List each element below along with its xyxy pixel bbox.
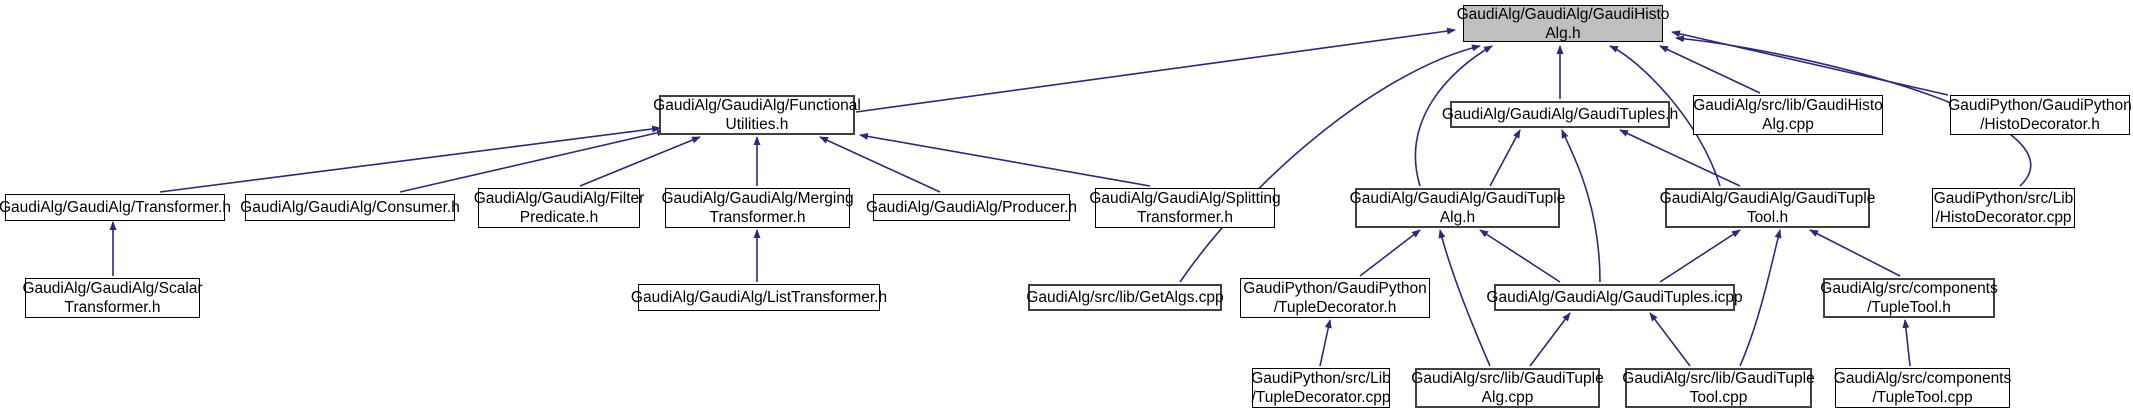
graph-edge-consumer_h-to-functional_utilities_h bbox=[399, 129, 666, 193]
graph-edge-gauditupalg_cpp-to-gauditupalg_h bbox=[1438, 229, 1491, 367]
graph-node-splittingtransformer_h[interactable]: GaudiAlg/GaudiAlg/Splitting Transformer.… bbox=[1089, 188, 1281, 228]
graph-edge-gauditupletool_cpp-to-gauditup_icpp bbox=[1649, 312, 1691, 367]
graph-edge-tupletool_cpp-to-tupletool_h bbox=[1902, 319, 1911, 367]
graph-edge-tupletool_h-to-gauditupletool_h bbox=[1809, 229, 1901, 277]
graph-node-getalgs_cpp[interactable]: GaudiAlg/src/lib/GetAlgs.cpp bbox=[1026, 284, 1224, 311]
graph-node-tupledecorator_cpp[interactable]: GaudiPython/src/Lib /TupleDecorator.cpp bbox=[1251, 368, 1391, 408]
graph-node-gauditupletool_h[interactable]: GaudiAlg/GaudiAlg/GaudiTuple Tool.h bbox=[1659, 188, 1876, 228]
graph-node-listtransformer_h[interactable]: GaudiAlg/GaudiAlg/ListTransformer.h bbox=[631, 284, 887, 311]
graph-edge-gauditup_icpp-to-gauditupalg_h bbox=[1479, 229, 1561, 283]
graph-edge-gauditupletool_cpp-to-gauditupletool_h bbox=[1739, 229, 1782, 367]
graph-edge-gaudihistoalg_cpp-to-gaudihistoalg_h bbox=[1659, 45, 1761, 94]
graph-edge-gauditupalg_cpp-to-gauditup_icpp bbox=[1529, 312, 1571, 367]
graph-edge-gauditupletool_h-to-gauditup_h bbox=[1619, 129, 1741, 187]
graph-edge-filterpredicate_h-to-functional_utilities_h bbox=[579, 136, 701, 187]
graph-node-gaudihistoalg_h[interactable]: GaudiAlg/GaudiAlg/GaudiHisto Alg.h bbox=[1456, 5, 1670, 42]
graph-node-scalartransformer_h[interactable]: GaudiAlg/GaudiAlg/Scalar Transformer.h bbox=[22, 278, 203, 318]
graph-node-mergingtransformer_h[interactable]: GaudiAlg/GaudiAlg/Merging Transformer.h bbox=[661, 188, 854, 228]
graph-node-transformer_h[interactable]: GaudiAlg/GaudiAlg/Transformer.h bbox=[0, 194, 231, 221]
graph-edge-tupledecorator_h-to-gauditupalg_h bbox=[1359, 229, 1421, 277]
graph-node-producer_h[interactable]: GaudiAlg/GaudiAlg/Producer.h bbox=[866, 194, 1077, 221]
graph-node-gauditupalg_cpp[interactable]: GaudiAlg/src/lib/GaudiTuple Alg.cpp bbox=[1411, 368, 1604, 408]
graph-node-histodecorator_cpp[interactable]: GaudiPython/src/Lib /HistoDecorator.cpp bbox=[1932, 188, 2075, 228]
graph-edge-gauditup_icpp-to-gauditupletool_h bbox=[1659, 229, 1741, 283]
graph-node-gaudihistoalg_cpp[interactable]: GaudiAlg/src/lib/GaudiHisto Alg.cpp bbox=[1693, 95, 1883, 135]
graph-edge-getalgs_cpp-to-gaudihistoalg_h bbox=[1179, 44, 1481, 283]
graph-edge-functional_utilities_h-to-gaudihistoalg_h bbox=[855, 27, 1456, 113]
graph-edge-producer_h-to-functional_utilities_h bbox=[819, 136, 941, 193]
graph-node-tupletool_h[interactable]: GaudiAlg/src/components /TupleTool.h bbox=[1820, 278, 1998, 318]
graph-edge-splittingtransformer_h-to-functional_utilities_h bbox=[859, 132, 1151, 187]
graph-node-functional_utilities_h[interactable]: GaudiAlg/GaudiAlg/Functional Utilities.h bbox=[653, 95, 861, 135]
graph-edge-tupledecorator_cpp-to-tupledecorator_h bbox=[1319, 319, 1332, 367]
graph-node-gauditupalg_h[interactable]: GaudiAlg/GaudiAlg/GaudiTuple Alg.h bbox=[1349, 188, 1566, 228]
graph-node-tupletool_cpp[interactable]: GaudiAlg/src/components /TupleTool.cpp bbox=[1833, 368, 2012, 408]
graph-node-gauditupletool_cpp[interactable]: GaudiAlg/src/lib/GaudiTuple Tool.cpp bbox=[1622, 368, 1815, 408]
graph-edge-gauditupalg_h-to-gauditup_h bbox=[1489, 129, 1521, 187]
graph-node-filterpredicate_h[interactable]: GaudiAlg/GaudiAlg/Filter Predicate.h bbox=[473, 188, 645, 228]
graph-edge-histodecorator_h-to-gaudihistoalg_h bbox=[1671, 30, 1949, 96]
graph-node-histodecorator_h[interactable]: GaudiPython/GaudiPython /HistoDecorator.… bbox=[1948, 95, 2132, 135]
graph-edge-transformer_h-to-functional_utilities_h bbox=[159, 125, 661, 193]
graph-node-tupledecorator_h[interactable]: GaudiPython/GaudiPython /TupleDecorator.… bbox=[1240, 278, 1430, 318]
graph-node-gauditup_h[interactable]: GaudiAlg/GaudiAlg/GaudiTuples.h bbox=[1442, 101, 1678, 128]
graph-node-consumer_h[interactable]: GaudiAlg/GaudiAlg/Consumer.h bbox=[240, 194, 460, 221]
graph-edge-gauditup_icpp-to-gauditup_h bbox=[1561, 129, 1601, 283]
graph-node-gauditup_icpp[interactable]: GaudiAlg/GaudiAlg/GaudiTuples.icpp bbox=[1486, 284, 1743, 311]
